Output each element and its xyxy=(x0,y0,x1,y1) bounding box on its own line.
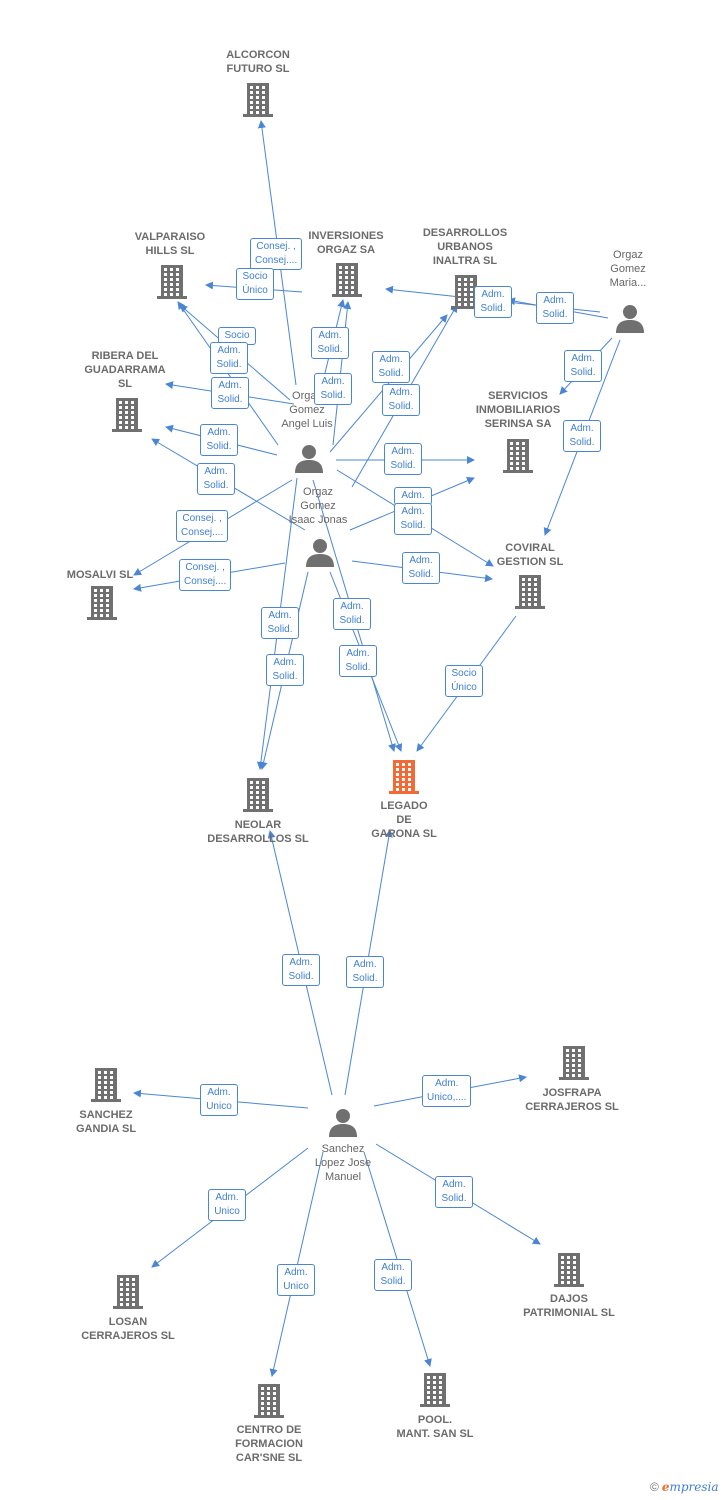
building-icon[interactable] xyxy=(515,575,545,609)
edge-label[interactable]: Socio Único xyxy=(445,665,483,697)
edge-label[interactable]: Adm. Solid. xyxy=(200,424,238,456)
edge-label[interactable]: Adm. Solid. xyxy=(394,503,432,535)
edge-label[interactable]: Adm. Solid. xyxy=(197,463,235,495)
edge-label[interactable]: Adm. Solid. xyxy=(333,598,371,630)
node-label-angel[interactable]: Orgaz Gomez Angel Luis xyxy=(281,390,333,430)
icons-layer xyxy=(87,83,644,1418)
node-label-josfrapa[interactable]: JOSFRAPA CERRAJEROS SL xyxy=(525,1087,619,1113)
node-label-ribera[interactable]: RIBERA DEL GUADARRAMA SL xyxy=(84,350,166,390)
building-icon[interactable] xyxy=(87,586,117,620)
node-label-mosalvi[interactable]: MOSALVI SL xyxy=(66,569,134,581)
node-label-dajos[interactable]: DAJOS PATRIMONIAL SL xyxy=(523,1293,615,1319)
edge-label[interactable]: Adm. Solid. xyxy=(211,377,249,409)
node-label-alcorcon[interactable]: ALCORCON FUTURO SL xyxy=(226,49,290,75)
person-icon[interactable] xyxy=(306,539,334,567)
building-icon[interactable] xyxy=(420,1373,450,1407)
edge-label[interactable]: Adm. Solid. xyxy=(282,954,320,986)
building-icon[interactable] xyxy=(332,263,362,297)
node-label-legado[interactable]: LEGADO DE GARONA SL xyxy=(371,800,437,840)
edge-label[interactable]: Adm. Solid. xyxy=(474,286,512,318)
node-label-inversiones[interactable]: INVERSIONES ORGAZ SA xyxy=(308,230,384,256)
building-icon[interactable] xyxy=(157,265,187,299)
building-icon[interactable] xyxy=(243,778,273,812)
building-icon[interactable] xyxy=(91,1068,121,1102)
edge-label[interactable]: Adm. Solid. xyxy=(402,552,440,584)
edge-label[interactable]: Adm. Solid. xyxy=(374,1259,412,1291)
building-icon[interactable] xyxy=(451,275,481,309)
edge-label[interactable]: Adm. Unico xyxy=(208,1189,246,1221)
edge-label[interactable]: Adm. Unico xyxy=(277,1264,315,1296)
edge-label[interactable]: Adm. Solid. xyxy=(563,420,601,452)
edge-label[interactable]: Adm. Solid. xyxy=(311,327,349,359)
node-label-coviral[interactable]: COVIRAL GESTION SL xyxy=(496,542,564,568)
node-label-isaac[interactable]: Orgaz Gomez Isaac Jonas xyxy=(288,486,348,526)
footer-brand[interactable]: ©empresia xyxy=(650,1480,719,1494)
node-label-centro[interactable]: CENTRO DE FORMACION CAR'SNE SL xyxy=(235,1424,303,1464)
node-label-neolar[interactable]: NEOLAR DESARROLLOS SL xyxy=(207,819,309,845)
node-label-valparaiso[interactable]: VALPARAISO HILLS SL xyxy=(134,231,206,257)
node-label-pool[interactable]: POOL. MANT. SAN SL xyxy=(396,1414,474,1440)
building-icon[interactable] xyxy=(559,1046,589,1080)
person-icon[interactable] xyxy=(295,445,323,473)
edge-label[interactable]: Adm. Solid. xyxy=(210,342,248,374)
edge-label[interactable]: Adm. Solid. xyxy=(384,443,422,475)
node-label-servicios[interactable]: SERVICIOS INMOBILIARIOS SERINSA SA xyxy=(475,390,561,430)
copyright-symbol: © xyxy=(650,1480,659,1494)
node-label-maria[interactable]: Orgaz Gomez Maria... xyxy=(609,249,647,289)
node-label-sanchez-gandia[interactable]: SANCHEZ GANDIA SL xyxy=(75,1109,137,1135)
edge-label[interactable]: Consej. , Consej.... xyxy=(176,510,229,542)
edge-label[interactable]: Adm. Solid. xyxy=(346,956,384,988)
edge-label[interactable]: Adm. Solid. xyxy=(339,645,377,677)
building-icon[interactable] xyxy=(113,1275,143,1309)
edge-label[interactable]: Consej. , Consej.... xyxy=(250,238,303,270)
edge-label[interactable]: Adm. Solid. xyxy=(382,384,420,416)
edge-label[interactable]: Adm. Solid. xyxy=(564,350,602,382)
edge-label[interactable]: Adm. Solid. xyxy=(435,1176,473,1208)
edge-label[interactable]: Adm. Solid. xyxy=(372,351,410,383)
building-icon[interactable] xyxy=(112,398,142,432)
edge-label[interactable]: Adm. Unico,.... xyxy=(422,1075,472,1107)
person-icon[interactable] xyxy=(616,305,644,333)
building-icon[interactable] xyxy=(254,1384,284,1418)
node-label-desarrollos[interactable]: DESARROLLOS URBANOS INALTRA SL xyxy=(422,227,508,267)
brand-logo-e: e xyxy=(661,1480,670,1494)
edge-label[interactable]: Adm. Solid. xyxy=(314,373,352,405)
brand-logo-text: mpresia xyxy=(669,1480,719,1494)
edge-angel-desarrollos xyxy=(329,314,448,453)
building-icon[interactable] xyxy=(389,760,419,794)
node-label-losan[interactable]: LOSAN CERRAJEROS SL xyxy=(81,1316,175,1342)
edge-label[interactable]: Socio Único xyxy=(236,268,274,300)
edge-label[interactable]: Adm. Solid. xyxy=(266,654,304,686)
building-icon[interactable] xyxy=(503,439,533,473)
building-icon[interactable] xyxy=(243,83,273,117)
edge-label[interactable]: Adm. Solid. xyxy=(261,607,299,639)
edge-label[interactable]: Adm. Unico xyxy=(200,1084,238,1116)
edge-label[interactable]: Adm. Solid. xyxy=(536,292,574,324)
edge-label[interactable]: Consej. , Consej.... xyxy=(179,559,232,591)
building-icon[interactable] xyxy=(554,1253,584,1287)
node-label-sanchez[interactable]: Sanchez Lopez Jose Manuel xyxy=(314,1143,372,1183)
person-icon[interactable] xyxy=(329,1109,357,1137)
